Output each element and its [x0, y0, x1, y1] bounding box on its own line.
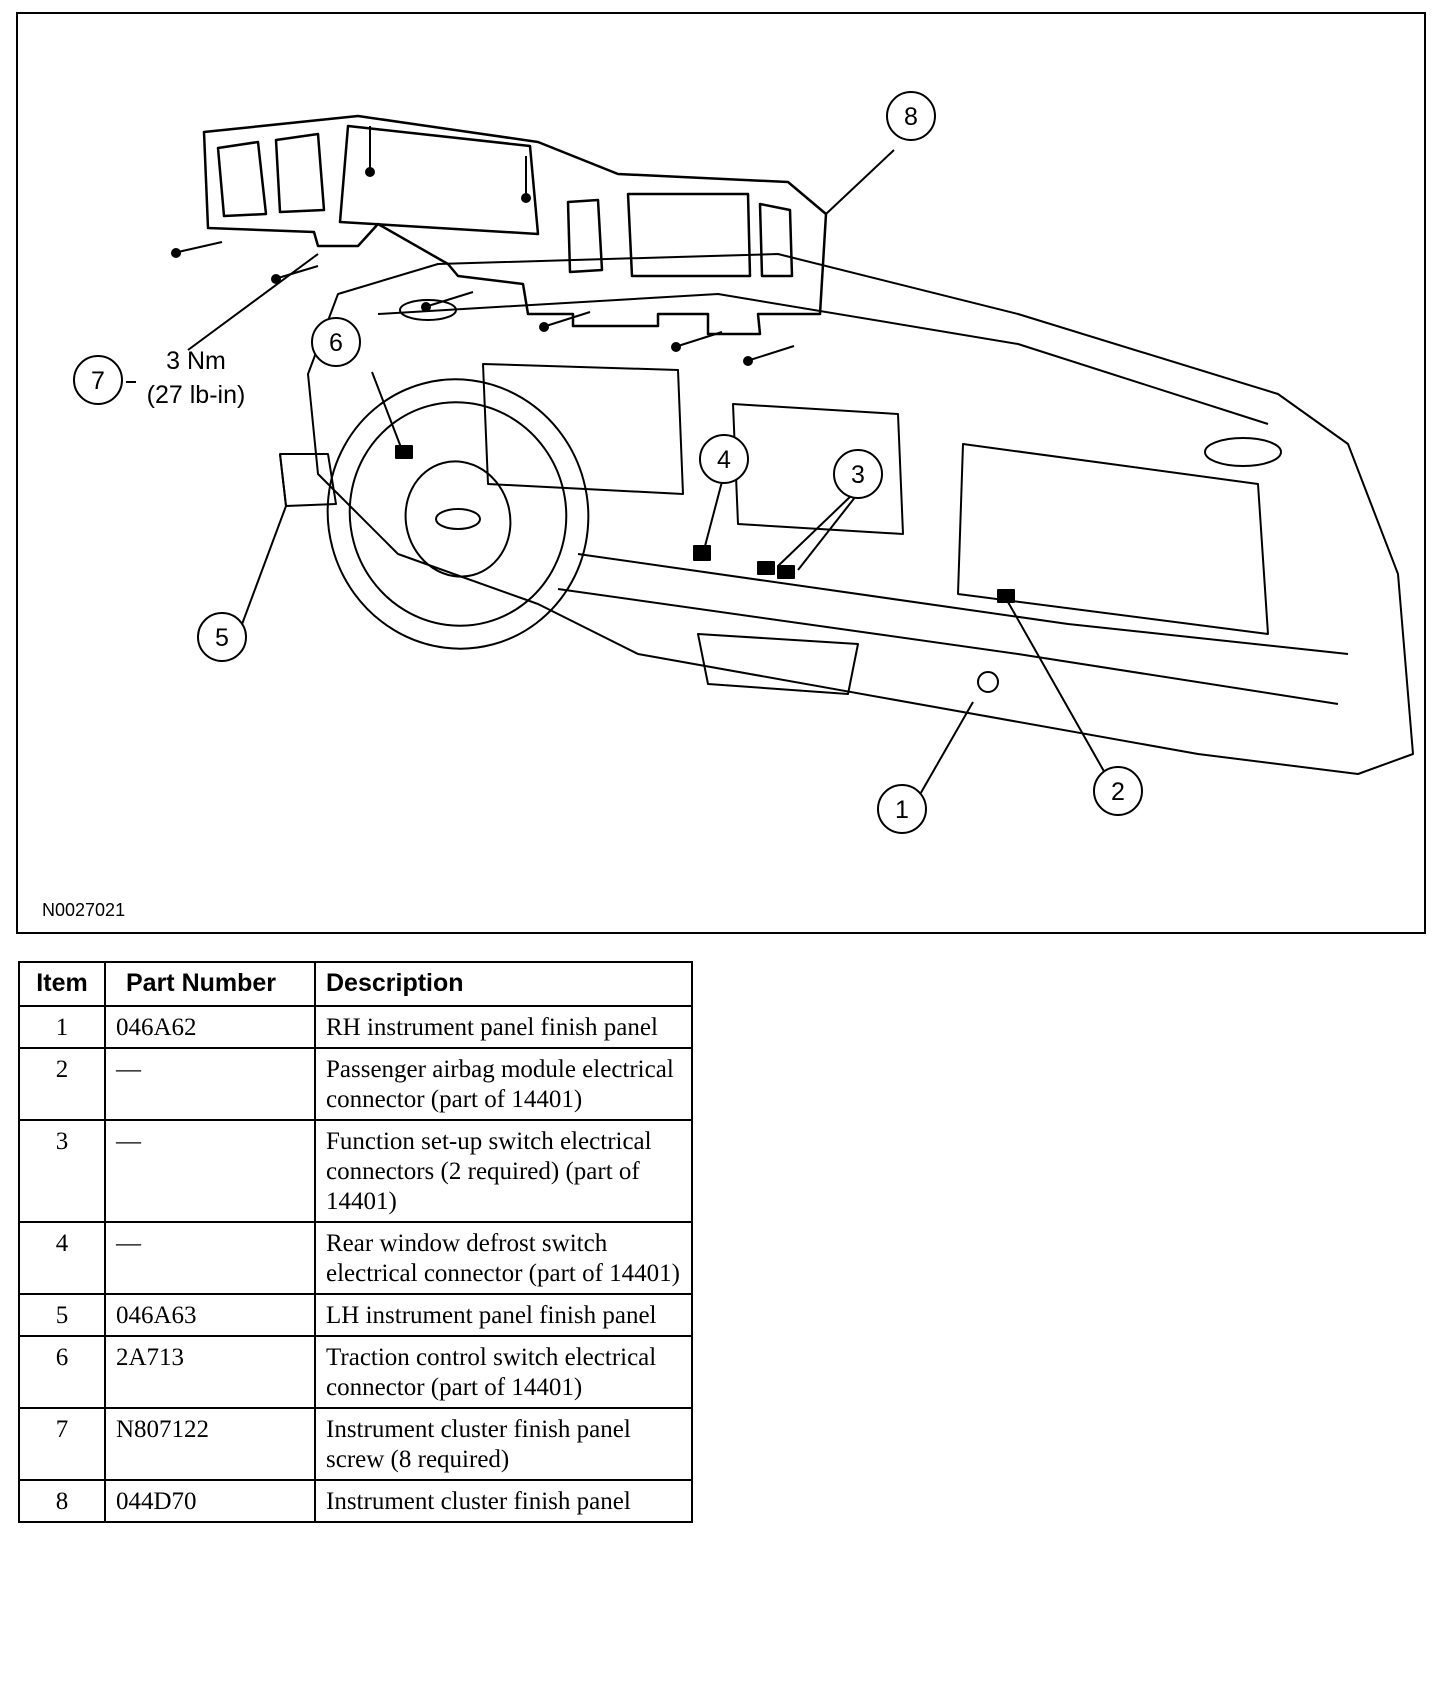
- row-description: Function set-up switch electrical connec…: [314, 1119, 693, 1223]
- row-item: 8: [18, 1479, 106, 1523]
- row-item: 6: [18, 1335, 106, 1409]
- row-description: LH instrument panel finish panel: [314, 1293, 693, 1337]
- callout-3: 3: [833, 449, 883, 499]
- header-description: Description: [314, 961, 693, 1007]
- leader-lines: [126, 149, 1115, 825]
- figure-code: N0027021: [42, 900, 126, 920]
- row-part-number: —: [104, 1119, 316, 1223]
- table-row: 7 N807122 Instrument cluster finish pane…: [18, 1407, 693, 1481]
- callout-2-label: 2: [1111, 778, 1125, 806]
- row-description: Rear window defrost switch electrical co…: [314, 1221, 693, 1295]
- table-row: 8 044D70 Instrument cluster finish panel: [18, 1479, 693, 1523]
- callout-4-label: 4: [717, 446, 731, 474]
- row-part-number: 044D70: [104, 1479, 316, 1523]
- callout-3-label: 3: [851, 461, 865, 489]
- callout-1-label: 1: [895, 796, 909, 824]
- callout-5-label: 5: [215, 624, 229, 652]
- row-item: 3: [18, 1119, 106, 1223]
- screw-drawings: [171, 126, 795, 366]
- diagram-frame: 1 2 3 4 5 6 7 8 3 Nm: [16, 12, 1426, 934]
- row-part-number: N807122: [104, 1407, 316, 1481]
- table-row: 2 — Passenger airbag module electrical c…: [18, 1047, 693, 1121]
- row-item: 2: [18, 1047, 106, 1121]
- callout-2: 2: [1093, 766, 1143, 816]
- table-row: 5 046A63 LH instrument panel finish pane…: [18, 1293, 693, 1337]
- row-item: 5: [18, 1293, 106, 1337]
- callout-1: 1: [877, 784, 927, 834]
- dashboard-drawing: [307, 253, 1414, 775]
- torque-nm: 3 Nm: [166, 347, 226, 375]
- table-row: 3 — Function set-up switch electrical co…: [18, 1119, 693, 1223]
- row-item: 7: [18, 1407, 106, 1481]
- table-row: 6 2A713 Traction control switch electric…: [18, 1335, 693, 1409]
- row-description: RH instrument panel finish panel: [314, 1005, 693, 1049]
- torque-lb-in: (27 lb-in): [146, 381, 246, 409]
- row-part-number: 046A62: [104, 1005, 316, 1049]
- header-item: Item: [18, 961, 106, 1007]
- header-part-number: Part Number: [104, 961, 316, 1007]
- parts-table: Item Part Number Description 1 046A62 RH…: [18, 961, 693, 1523]
- callout-6-label: 6: [329, 329, 343, 357]
- callout-8-label: 8: [904, 103, 918, 131]
- table-header-row: Item Part Number Description: [18, 961, 693, 1007]
- callout-7-label: 7: [91, 367, 105, 395]
- callout-8: 8: [886, 91, 936, 141]
- table-row: 1 046A62 RH instrument panel finish pane…: [18, 1005, 693, 1049]
- row-description: Passenger airbag module electrical conne…: [314, 1047, 693, 1121]
- connector-drawings: [395, 445, 1015, 603]
- row-description: Traction control switch electrical conne…: [314, 1335, 693, 1409]
- table-row: 4 — Rear window defrost switch electrica…: [18, 1221, 693, 1295]
- callout-7: 7: [73, 355, 123, 405]
- dashboard-illustration: 1 2 3 4 5 6 7 8: [73, 91, 1414, 834]
- steering-wheel-drawing: [279, 378, 590, 650]
- row-part-number: 2A713: [104, 1335, 316, 1409]
- row-description: Instrument cluster finish panel screw (8…: [314, 1407, 693, 1481]
- row-part-number: 046A63: [104, 1293, 316, 1337]
- cluster-finish-panel-drawing: [202, 114, 828, 336]
- torque-spec: 3 Nm (27 lb-in): [136, 344, 256, 412]
- row-item: 1: [18, 1005, 106, 1049]
- row-part-number: —: [104, 1221, 316, 1295]
- row-description: Instrument cluster finish panel: [314, 1479, 693, 1523]
- callout-6: 6: [311, 317, 361, 367]
- row-item: 4: [18, 1221, 106, 1295]
- callout-5: 5: [197, 612, 247, 662]
- callout-4: 4: [699, 434, 749, 484]
- row-part-number: —: [104, 1047, 316, 1121]
